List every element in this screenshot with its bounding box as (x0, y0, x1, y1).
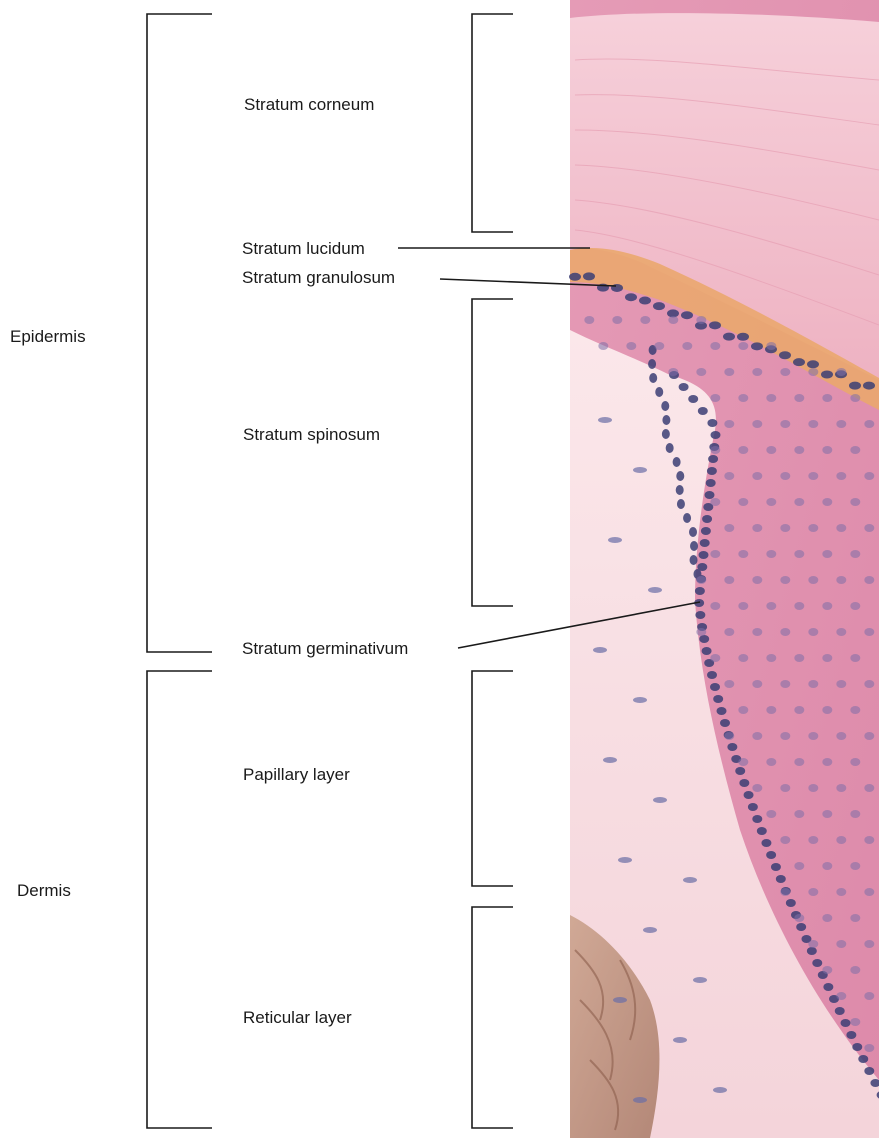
spinosum-bracket (472, 299, 513, 606)
granulosum-leader (440, 279, 616, 286)
stratum-lucidum-label: Stratum lucidum (242, 239, 365, 259)
reticular-bracket (472, 907, 513, 1128)
stratum-germinativum-label: Stratum germinativum (242, 639, 408, 659)
papillary-layer-label: Papillary layer (243, 765, 350, 785)
reticular-layer-label: Reticular layer (243, 1008, 352, 1028)
epidermis-bracket (147, 14, 212, 652)
dermis-bracket (147, 671, 212, 1128)
papillary-bracket (472, 671, 513, 886)
dermis-label: Dermis (17, 881, 71, 901)
stratum-granulosum-label: Stratum granulosum (242, 268, 395, 288)
stratum-corneum-label: Stratum corneum (244, 95, 374, 115)
epidermis-label: Epidermis (10, 327, 86, 347)
stratum-spinosum-label: Stratum spinosum (243, 425, 380, 445)
corneum-bracket (472, 14, 513, 232)
germinativum-leader (458, 602, 700, 648)
